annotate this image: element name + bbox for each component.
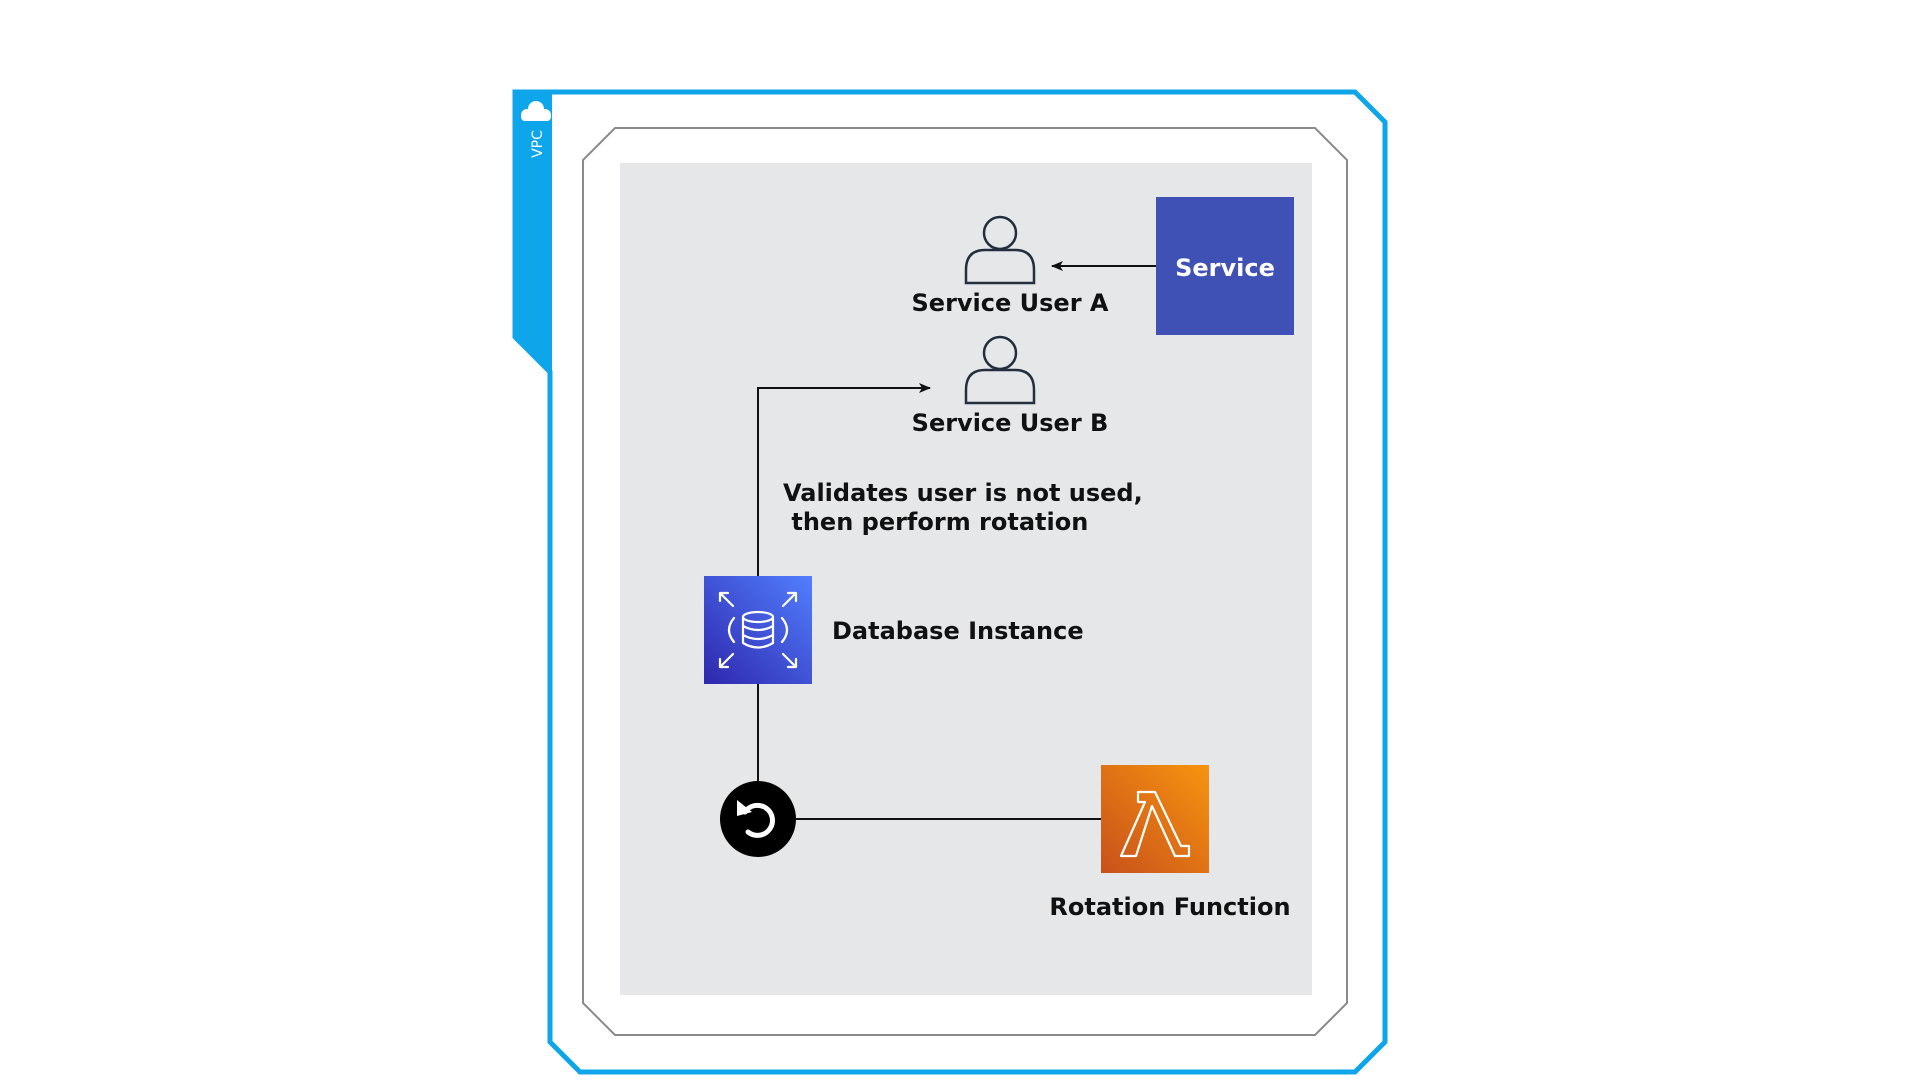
database-instance-icon[interactable]: [704, 576, 812, 684]
vpc-side-tab: [515, 92, 552, 372]
cloud-icon: [521, 101, 551, 121]
rotation-icon[interactable]: [720, 781, 796, 857]
service-label: Service: [1175, 254, 1275, 282]
edge-database-to-user-b: [757, 383, 931, 576]
lambda-icon[interactable]: [1101, 765, 1209, 873]
service-user-a-label: Service User A: [912, 289, 1109, 317]
database-instance-label: Database Instance: [832, 617, 1084, 645]
user-a-icon[interactable]: [964, 215, 1036, 285]
user-b-icon[interactable]: [964, 335, 1036, 405]
service-user-b-label: Service User B: [912, 409, 1109, 437]
service-box[interactable]: [1156, 197, 1294, 335]
rotation-function-label: Rotation Function: [1049, 893, 1290, 921]
validation-note-line2: then perform rotation: [783, 508, 1088, 536]
validation-note-line1: Validates user is not used,: [783, 479, 1143, 507]
vpc-tag: VPC: [530, 130, 546, 158]
